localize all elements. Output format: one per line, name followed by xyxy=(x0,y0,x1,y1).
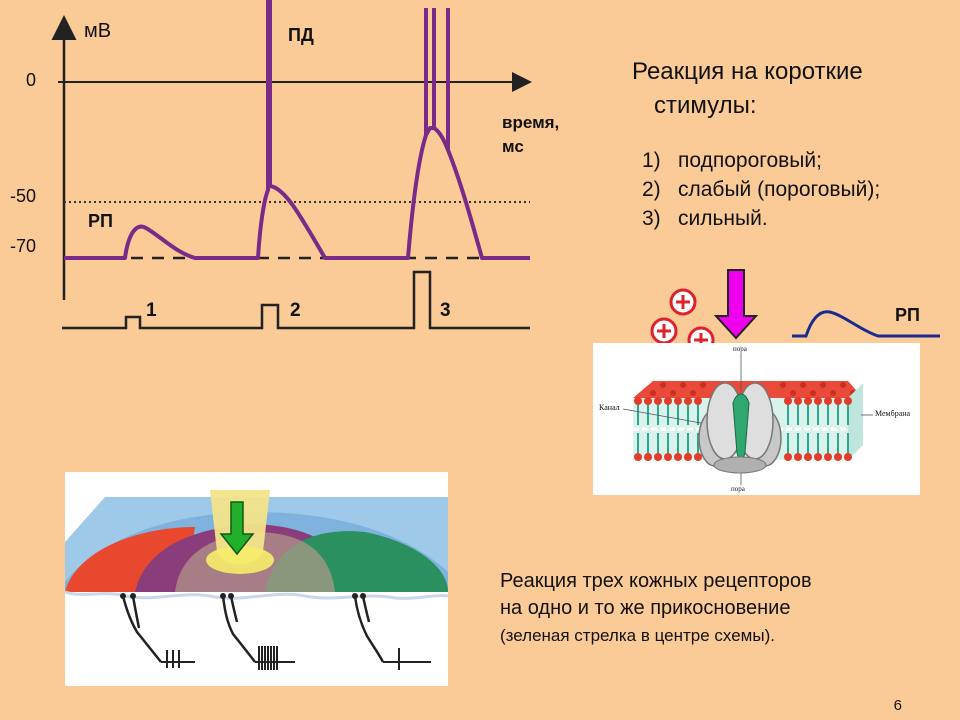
list-item: 2)слабый (пороговый); xyxy=(642,178,881,201)
stimuli-title-line2: стимулы: xyxy=(654,92,757,119)
potential-trace xyxy=(64,0,530,260)
stimulus-label-2: 2 xyxy=(290,300,301,321)
rp-curve xyxy=(792,310,940,338)
rp-label: РП xyxy=(88,211,113,231)
channel-label: Канал xyxy=(599,403,620,412)
stimuli-title: Реакция на короткие стимулы: xyxy=(632,55,863,123)
plus-ion-icon xyxy=(669,288,697,316)
membrane-channel-illustration: пора Канал Мембрана пора xyxy=(593,343,920,495)
stimulus-arrow-icon xyxy=(713,269,759,340)
list-item: 3)сильный. xyxy=(642,207,768,230)
pd-label: ПД xyxy=(288,25,314,45)
stimulus-label-3: 3 xyxy=(440,300,451,321)
tick-minus70: -70 xyxy=(10,236,37,256)
stimulus-trace xyxy=(62,270,530,330)
caption-line3: (зеленая стрелка в центре схемы). xyxy=(500,626,775,645)
touch-arrow-icon xyxy=(219,501,255,556)
tick-zero: 0 xyxy=(26,70,37,90)
skin-receptors-illustration xyxy=(65,472,448,686)
plus-ion-icon xyxy=(650,317,678,345)
caption-line2: на одно и то же прикосновение xyxy=(500,597,791,619)
pore-bottom-label: пора xyxy=(731,485,745,493)
membrane-rp-label: РП xyxy=(895,305,920,325)
stimulus-label-1: 1 xyxy=(146,300,157,321)
receptor-caption: Реакция трех кожных рецепторов на одно и… xyxy=(500,568,812,649)
x-unit-label: время, мс xyxy=(502,113,560,156)
tick-minus50: -50 xyxy=(10,186,37,206)
list-item: 1)подпороговый; xyxy=(642,149,822,172)
stimuli-list: 1)подпороговый; 2)слабый (пороговый); 3)… xyxy=(642,146,880,233)
y-unit-label: мВ xyxy=(84,20,112,42)
pore-top-label: пора xyxy=(733,345,747,353)
page-number: 6 xyxy=(893,697,902,714)
membrane-label: Мембрана xyxy=(875,409,911,418)
caption-line1: Реакция трех кожных рецепторов xyxy=(500,570,812,592)
stimuli-title-line1: Реакция на короткие xyxy=(632,58,863,85)
